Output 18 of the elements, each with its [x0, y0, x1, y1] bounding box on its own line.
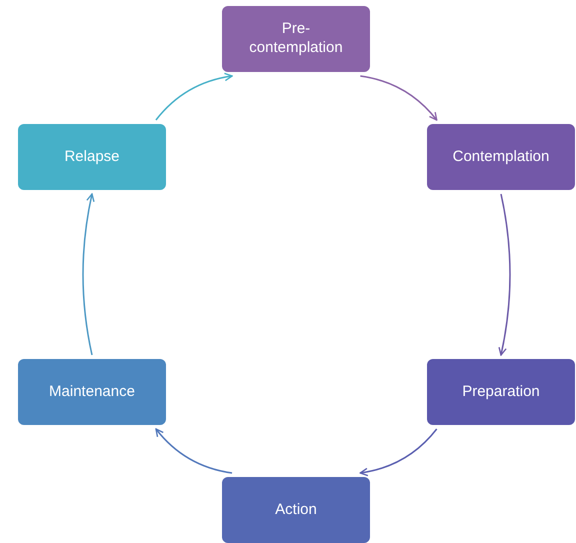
curved-arrow — [82, 193, 95, 356]
curved-arrow — [155, 72, 233, 120]
stage-label: Preparation — [462, 382, 540, 402]
curved-arrow — [155, 428, 232, 474]
stage-box — [427, 124, 575, 190]
stage-label: Maintenance — [49, 382, 135, 402]
stage-box — [18, 124, 166, 190]
curved-arrow — [360, 75, 438, 121]
stage-box — [222, 6, 370, 72]
stage-box — [427, 359, 575, 425]
stage-box — [222, 477, 370, 543]
curved-arrow — [360, 428, 438, 476]
stage-box — [18, 359, 166, 425]
stage-label: Action — [275, 500, 317, 520]
stage-label: Relapse — [64, 148, 120, 166]
stage-label: Contemplation — [452, 148, 550, 166]
curved-arrow — [498, 194, 511, 356]
stage-label: Pre-contemplation — [248, 20, 344, 58]
